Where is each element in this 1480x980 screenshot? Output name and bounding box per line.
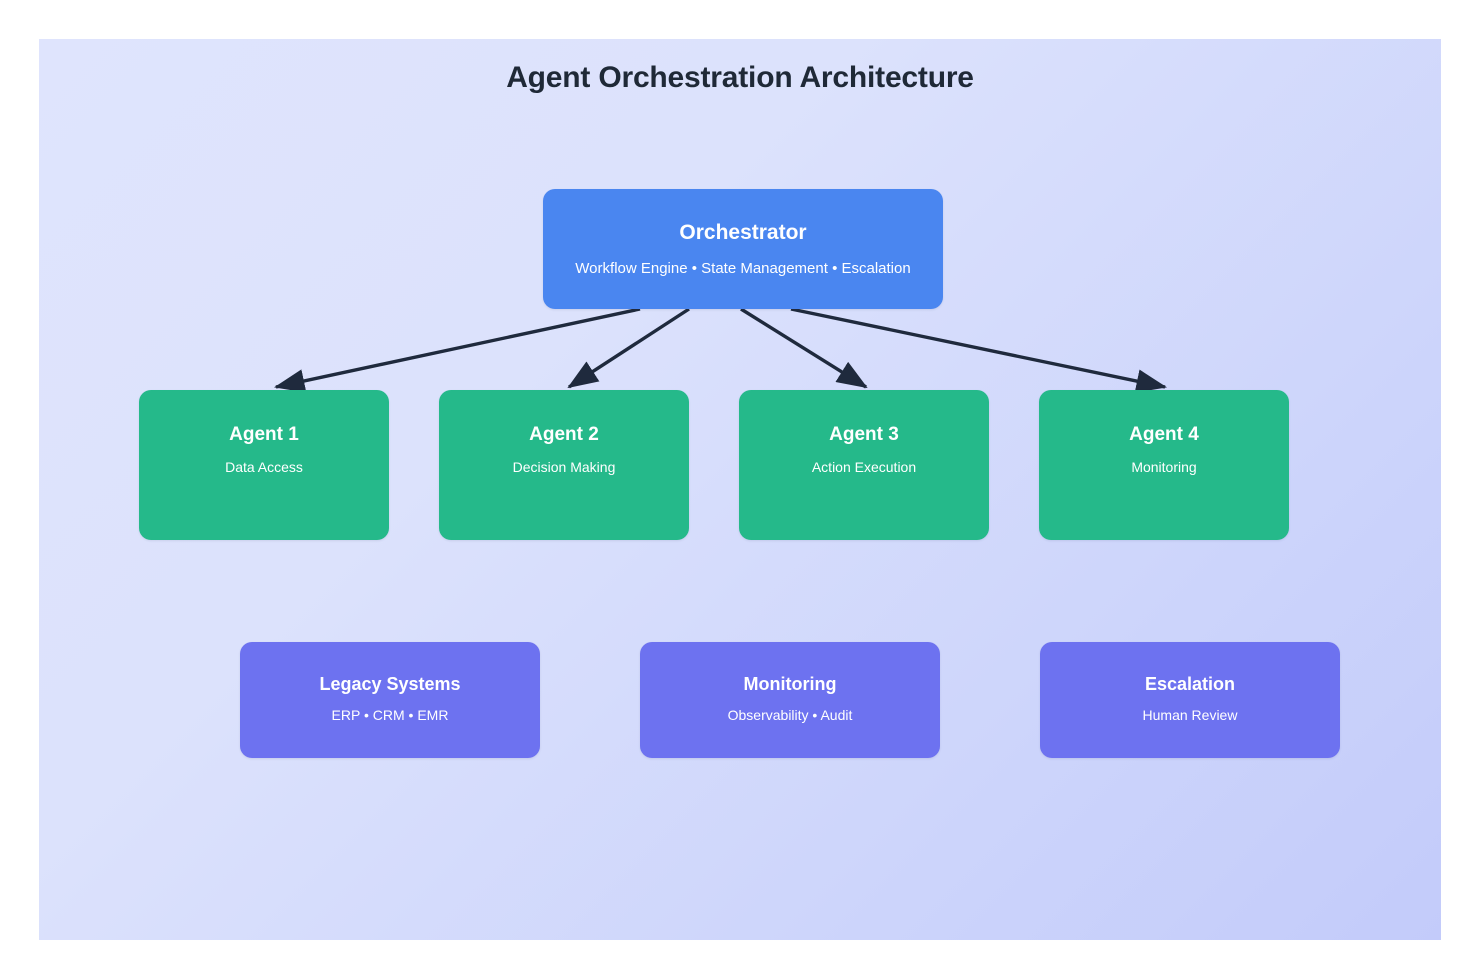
node-agent-1-subtitle: Data Access	[225, 459, 303, 475]
edge-orchestrator-to-agent-2	[567, 307, 690, 389]
node-monitoring-title: Monitoring	[743, 674, 837, 694]
edge-orchestrator-to-agent-4	[790, 307, 1167, 393]
node-legacy-systems-subtitle: ERP • CRM • EMR	[331, 707, 449, 723]
node-escalation-subtitle: Human Review	[1142, 707, 1238, 723]
node-agent-2-subtitle: Decision Making	[512, 459, 616, 475]
node-escalation-title: Escalation	[1144, 674, 1236, 694]
node-orchestrator[interactable]: Orchestrator Workflow Engine • State Man…	[543, 189, 943, 309]
node-agent-2-title: Agent 2	[529, 424, 599, 445]
node-agent-1[interactable]: Agent 1 Data Access	[139, 390, 389, 540]
node-escalation[interactable]: Escalation Human Review	[1040, 642, 1340, 758]
edge-orchestrator-to-agent-3	[740, 307, 868, 389]
node-agent-4-subtitle: Monitoring	[1131, 459, 1197, 475]
node-agent-4-title: Agent 4	[1129, 424, 1199, 445]
node-legacy-systems[interactable]: Legacy Systems ERP • CRM • EMR	[240, 642, 540, 758]
node-legacy-systems-title: Legacy Systems	[319, 674, 461, 694]
node-agent-2[interactable]: Agent 2 Decision Making	[439, 390, 689, 540]
node-monitoring-subtitle: Observability • Audit	[727, 707, 853, 723]
node-agent-4[interactable]: Agent 4 Monitoring	[1039, 390, 1289, 540]
node-orchestrator-title: Orchestrator	[679, 221, 807, 244]
node-agent-3-title: Agent 3	[829, 424, 899, 445]
node-monitoring[interactable]: Monitoring Observability • Audit	[640, 642, 940, 758]
page-title: Agent Orchestration Architecture	[506, 61, 974, 94]
node-agent-1-title: Agent 1	[229, 424, 299, 445]
node-agent-3-subtitle: Action Execution	[811, 459, 917, 475]
edge-orchestrator-to-agent-1	[274, 307, 641, 393]
diagram-canvas: Agent Orchestration Architecture Orchest…	[39, 39, 1441, 940]
node-orchestrator-subtitle: Workflow Engine • State Management • Esc…	[575, 260, 911, 277]
node-agent-3[interactable]: Agent 3 Action Execution	[739, 390, 989, 540]
